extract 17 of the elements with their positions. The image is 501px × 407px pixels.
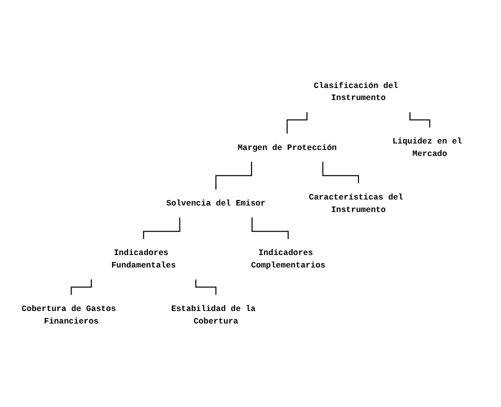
node-text: Características del Instrumento: [308, 192, 404, 214]
connector: [409, 112, 430, 128]
node-text: Estabilidad de la Cobertura: [171, 304, 256, 326]
node-text: Liquidez en el Mercado: [392, 136, 462, 159]
connector: [195, 279, 216, 296]
connector: [215, 162, 252, 190]
connector: [143, 217, 180, 240]
connector: [286, 112, 308, 134]
node-text: Indicadores Fundamentales: [111, 248, 176, 270]
connector: [322, 162, 359, 184]
node-text: Indicadores Complementarios: [251, 248, 326, 270]
connector: [252, 217, 289, 240]
node-text: Margen de Protección: [238, 143, 337, 152]
node-text: Cobertura de Gastos Financieros: [22, 304, 116, 326]
node-text: Clasificación del Instrumento: [314, 81, 398, 103]
node-text: Solvencia del Emisor: [166, 198, 266, 208]
connector: [70, 279, 92, 296]
